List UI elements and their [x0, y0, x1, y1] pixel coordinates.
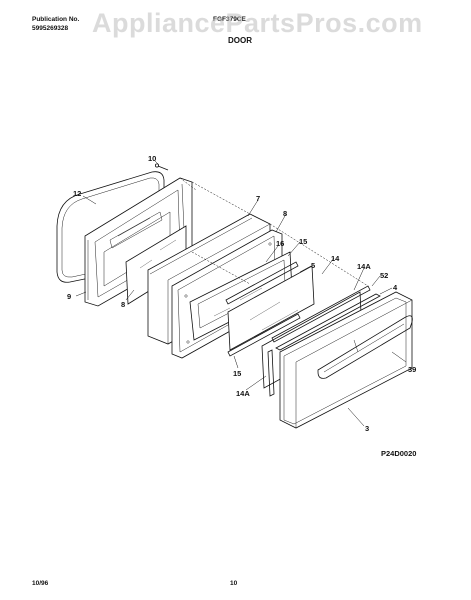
callout-8-lower: 8 — [121, 300, 125, 309]
part-trim-52 — [275, 293, 381, 351]
callout-12: 12 — [73, 189, 81, 198]
callout-3: 3 — [365, 424, 369, 433]
callout-8-upper: 8 — [283, 209, 287, 218]
callout-5: 5 — [311, 261, 315, 270]
part-retainer-15 — [225, 261, 301, 357]
callout-7: 7 — [256, 194, 260, 203]
alignment-lines — [179, 177, 369, 287]
watermark: AppliancePartsPros.com — [92, 8, 423, 38]
part-glass-5 — [227, 265, 315, 351]
callout-4: 4 — [393, 283, 398, 292]
callout-14a-upper: 14A — [357, 262, 371, 271]
part-spacer-14a — [267, 285, 371, 397]
diagram-code: P24D0020 — [381, 449, 416, 458]
callout-9: 9 — [67, 292, 71, 301]
part-handle-39 — [317, 315, 413, 379]
part-screw-10 — [154, 163, 169, 171]
callout-10: 10 — [148, 154, 156, 163]
callout-52: 52 — [380, 271, 388, 280]
callout-15-lower: 15 — [233, 369, 241, 378]
model-number: FGF379CE — [213, 16, 246, 23]
callout-15-upper: 15 — [299, 237, 307, 246]
part-outer-panel-3 — [279, 291, 413, 429]
callout-39: 39 — [408, 365, 416, 374]
publication-label: Publication No. — [32, 16, 80, 23]
footer-date: 10/96 — [32, 580, 49, 587]
section-title: DOOR — [228, 36, 252, 45]
page-number: 10 — [230, 580, 238, 587]
callout-16: 16 — [276, 239, 284, 248]
leader-lines — [75, 160, 407, 427]
callout-14a-lower: 14A — [236, 389, 250, 398]
publication-number: 5995269328 — [32, 25, 69, 32]
callout-14: 14 — [331, 254, 340, 263]
